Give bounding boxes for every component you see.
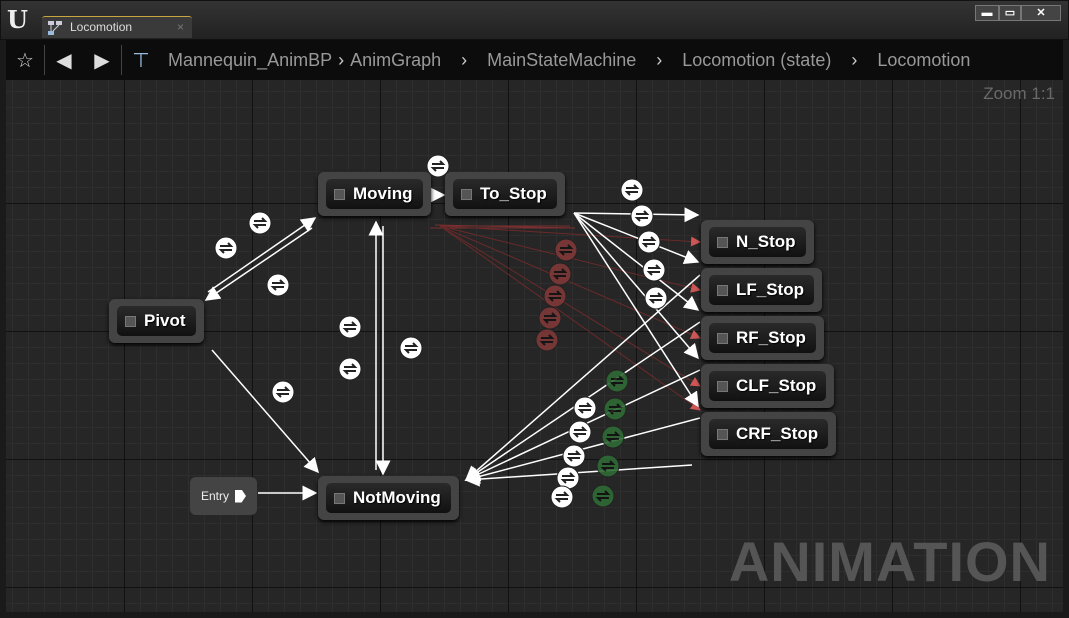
transition-line: [211, 349, 319, 474]
state-not-moving[interactable]: NotMoving: [318, 476, 459, 520]
transition-line: [573, 212, 699, 360]
transition-rule-icon[interactable]: [399, 336, 423, 360]
state-to-stop[interactable]: To_Stop: [445, 172, 565, 216]
state-rf-stop[interactable]: RF_Stop: [701, 316, 824, 360]
transition-rule-icon[interactable]: [568, 420, 592, 444]
transition-rule-icon[interactable]: [338, 357, 362, 381]
transition-rule-icon[interactable]: [601, 425, 625, 449]
transition-rule-icon[interactable]: [642, 258, 666, 282]
transition-rule-icon[interactable]: [426, 154, 450, 178]
exec-pin-icon: [235, 489, 246, 503]
breadcrumb-bar: ☆ ◀ ▶ ⊤ Mannequin_AnimBP› AnimGraph› Mai…: [6, 40, 1063, 80]
title-bar: U Locomotion × ▬ ▭ ✕: [0, 0, 1069, 40]
transition-rule-icon[interactable]: [248, 211, 272, 235]
transition-rule-icon[interactable]: [596, 454, 620, 478]
breadcrumb-item[interactable]: Locomotion: [877, 49, 971, 70]
back-arrow-icon[interactable]: ◀: [56, 49, 72, 72]
entry-node[interactable]: Entry: [190, 477, 257, 515]
transition-rule-icon[interactable]: [550, 485, 574, 509]
state-label: RF_Stop: [736, 328, 806, 347]
transition-line: [439, 225, 701, 411]
forward-arrow-icon[interactable]: ▶: [94, 49, 110, 72]
tab-close-icon[interactable]: ×: [176, 20, 184, 34]
state-label: Pivot: [144, 311, 186, 330]
tab-locomotion[interactable]: Locomotion ×: [42, 16, 192, 38]
transition-rule-icon[interactable]: [644, 286, 668, 310]
state-pivot[interactable]: Pivot: [109, 299, 204, 343]
state-label: To_Stop: [480, 184, 547, 203]
transition-rule-icon[interactable]: [538, 306, 562, 330]
transition-rule-icon[interactable]: [603, 397, 627, 421]
state-machine-icon: [48, 21, 62, 35]
transition-rule-icon[interactable]: [605, 369, 629, 393]
state-lf-stop[interactable]: LF_Stop: [701, 268, 822, 312]
transition-line: [464, 464, 693, 487]
transition-rule-icon[interactable]: [271, 380, 295, 404]
state-moving[interactable]: Moving: [318, 172, 431, 216]
transition-line: [573, 212, 699, 408]
state-label: N_Stop: [736, 232, 796, 251]
state-n-stop[interactable]: N_Stop: [701, 220, 814, 264]
maximize-button[interactable]: ▭: [999, 5, 1021, 21]
transition-line: [439, 225, 701, 387]
transition-rule-icon[interactable]: [556, 466, 580, 490]
state-label: CRF_Stop: [736, 424, 819, 443]
breadcrumb-item[interactable]: Mannequin_AnimBP: [168, 49, 333, 70]
transition-line: [573, 212, 700, 311]
transition-line: [207, 217, 317, 293]
transition-rule-icon[interactable]: [630, 204, 654, 228]
transition-rule-icon[interactable]: [266, 273, 290, 297]
animation-watermark: ANIMATION: [728, 530, 1051, 593]
state-label: Moving: [353, 184, 413, 203]
transition-rule-icon[interactable]: [620, 178, 644, 202]
state-label: CLF_Stop: [736, 376, 817, 395]
transition-rule-icon[interactable]: [591, 484, 615, 508]
close-button[interactable]: ✕: [1021, 5, 1061, 21]
transition-rule-icon[interactable]: [562, 444, 586, 468]
transition-line: [439, 225, 701, 340]
minimize-button[interactable]: ▬: [975, 5, 999, 21]
transition-rule-icon[interactable]: [637, 230, 661, 254]
breadcrumb-item[interactable]: Locomotion (state): [682, 49, 832, 70]
transition-line: [464, 274, 701, 481]
state-label: NotMoving: [353, 488, 441, 507]
unreal-logo-icon: U: [7, 5, 28, 34]
state-crf-stop[interactable]: CRF_Stop: [701, 412, 837, 456]
state-clf-stop[interactable]: CLF_Stop: [701, 364, 835, 408]
transition-rule-icon[interactable]: [573, 396, 597, 420]
graph-canvas[interactable]: [6, 80, 1063, 612]
state-machine-icon: ⊤: [132, 49, 150, 72]
transition-line: [573, 212, 700, 265]
entry-label: Entry: [200, 489, 229, 503]
zoom-level: Zoom 1:1: [983, 84, 1055, 103]
transition-rule-icon[interactable]: [214, 236, 238, 260]
breadcrumb-item[interactable]: MainStateMachine: [487, 49, 637, 70]
transition-rule-icon[interactable]: [543, 284, 567, 308]
star-icon[interactable]: ☆: [16, 49, 34, 72]
tab-label: Locomotion: [70, 20, 133, 34]
breadcrumb-item[interactable]: AnimGraph: [350, 49, 442, 70]
transition-rule-icon[interactable]: [548, 262, 572, 286]
transition-line: [204, 227, 313, 301]
transition-rule-icon[interactable]: [338, 315, 362, 339]
transition-rule-icon[interactable]: [535, 328, 559, 352]
state-label: LF_Stop: [736, 280, 804, 299]
transition-rule-icon[interactable]: [554, 238, 578, 262]
